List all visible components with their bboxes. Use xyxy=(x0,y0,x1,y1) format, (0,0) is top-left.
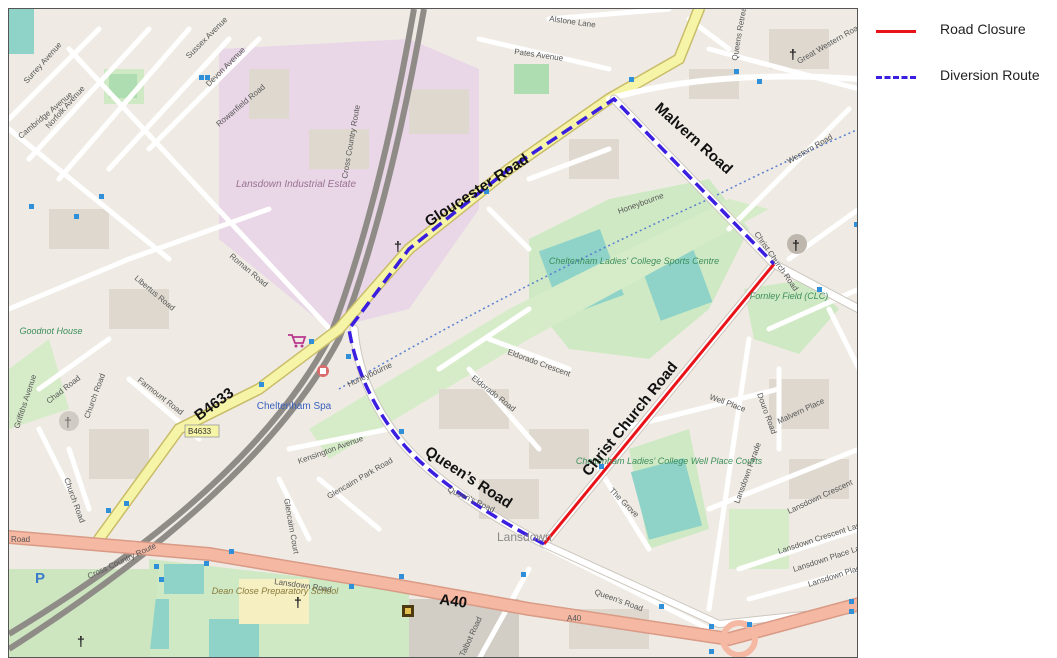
street-label: A40 xyxy=(567,614,582,623)
area-label-lansdown: Lansdown xyxy=(497,530,552,544)
map-canvas[interactable]: † † † † † † Alstone Lane Surrey Avenue N… xyxy=(8,8,858,658)
area-label-goodnot: Goodnot House xyxy=(19,326,82,336)
a40-road xyxy=(9,530,857,657)
legend-swatch-dashed xyxy=(876,76,916,79)
road-ref-label: B4633 xyxy=(188,427,212,436)
church-icon: † xyxy=(77,633,85,649)
shopping-cart-icon xyxy=(288,334,307,348)
church-icon: † xyxy=(294,594,302,610)
dean-close-school-area xyxy=(239,579,309,624)
building-blocks xyxy=(49,29,849,657)
legend-label: Diversion Route xyxy=(940,67,1040,83)
parking-icon: P xyxy=(35,570,45,587)
west-green xyxy=(9,339,69,429)
church-icon: † xyxy=(789,46,797,62)
church-area xyxy=(59,411,79,431)
church-icon: † xyxy=(792,237,800,253)
area-label-dean-close: Dean Close Preparatory School xyxy=(212,586,340,596)
south-east-green xyxy=(729,509,789,569)
area-label-sports-centre: Cheltenham Ladies' College Sports Centre xyxy=(549,256,719,266)
church-area xyxy=(787,234,807,254)
honeybourne-path xyxy=(338,129,857,390)
dean-close-pitch-3 xyxy=(209,619,259,657)
area-label-fornley: Fornley Field (CLC) xyxy=(750,291,829,301)
legend-item-diversion-route: Diversion Route xyxy=(872,64,1052,110)
top-left-water xyxy=(9,9,34,54)
dean-close-pitch-1 xyxy=(164,564,204,594)
legend-swatch-solid xyxy=(876,30,916,33)
legend-item-road-closure: Road Closure xyxy=(872,18,1052,64)
legend: Road Closure Diversion Route xyxy=(872,18,1052,110)
legend-label: Road Closure xyxy=(940,21,1026,37)
well-place-courts xyxy=(630,457,703,540)
south-west-green xyxy=(9,569,159,657)
street-label: Road xyxy=(11,535,30,544)
minor-roads xyxy=(9,9,857,657)
police-icon xyxy=(402,605,414,617)
bus-stop-markers xyxy=(29,69,857,654)
area-label-industrial: Lansdown Industrial Estate xyxy=(236,179,357,190)
label-a40: A40 xyxy=(438,591,468,612)
station-icon xyxy=(317,365,329,377)
area-label-cheltenham-spa: Cheltenham Spa xyxy=(257,401,332,412)
road-closure-line xyxy=(542,263,776,545)
church-icon: † xyxy=(394,238,402,254)
area-label-well-place: Cheltenham Ladies' College Well Place Co… xyxy=(576,456,763,466)
diversion-route-line xyxy=(347,96,776,546)
honeybourne-green xyxy=(309,199,769,459)
b4633-shield: B4633 xyxy=(184,424,220,438)
top-center-pitch xyxy=(514,64,549,94)
